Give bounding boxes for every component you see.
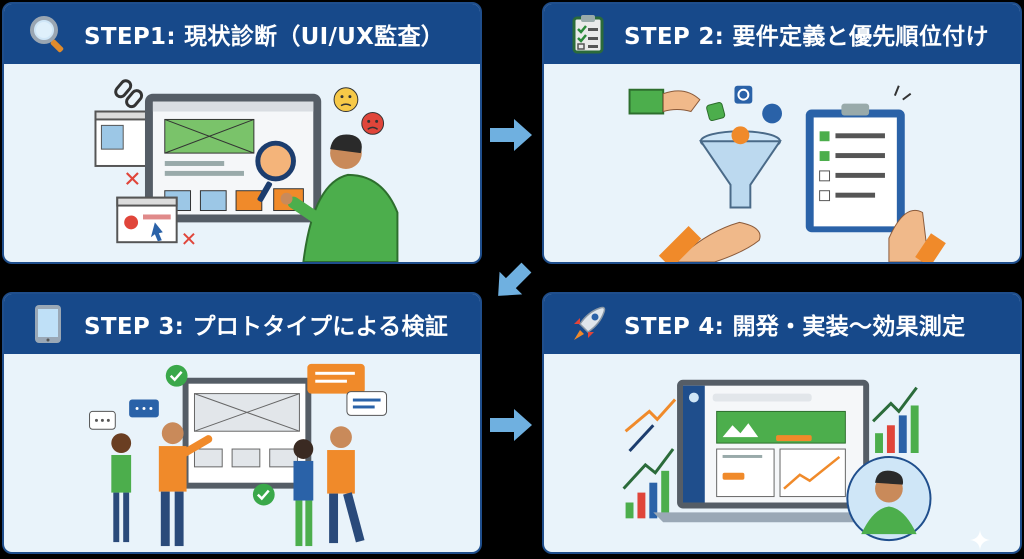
- step3-title: STEP 3: プロトタイプによる検証: [84, 314, 449, 340]
- person-figure: [293, 439, 314, 547]
- chat-bubble-icon: [89, 410, 116, 430]
- check-badge-icon: [252, 483, 275, 506]
- broken-link-icon: [114, 79, 144, 109]
- cart-icon: [762, 103, 782, 124]
- step3-header: STEP 3: プロトタイプによる検証: [4, 294, 480, 354]
- sparkle-icon: [970, 530, 990, 550]
- arrow-right-icon: [490, 119, 532, 151]
- step4-header: STEP 4: 開発・実装〜効果測定: [544, 294, 1020, 354]
- step4-title: STEP 4: 開発・実装〜効果測定: [624, 314, 966, 340]
- step4-illustration: [544, 354, 1020, 552]
- clock-icon: [734, 85, 753, 104]
- chat-bubble-icon: [346, 391, 388, 416]
- step3-card: STEP 3: プロトタイプによる検証: [2, 292, 482, 554]
- step2-header: STEP 2: 要件定義と優先順位付け: [544, 4, 1020, 64]
- step1-illustration: ✕ ✕: [4, 64, 480, 262]
- step2-card: STEP 2: 要件定義と優先順位付け: [542, 2, 1022, 264]
- hand-dropping-icon: [628, 88, 701, 115]
- chat-bubble-icon: [129, 399, 159, 418]
- bar-chart-icon: [872, 386, 919, 453]
- error-x-icon: ✕: [123, 168, 141, 193]
- check-badge-icon: [165, 364, 188, 387]
- browser-window-icon: [94, 110, 148, 167]
- angry-face-icon: [361, 112, 385, 135]
- step3-illustration: [4, 354, 480, 552]
- person-figure: [327, 426, 365, 544]
- clipboard-checklist: [805, 103, 905, 233]
- confused-face-icon: [333, 87, 359, 113]
- step4-card: STEP 4: 開発・実装〜効果測定: [542, 292, 1022, 554]
- arrow-right-icon: [490, 409, 532, 441]
- person-figure: [158, 422, 213, 547]
- step1-card: STEP1: 現状診断（UI/UX監査）: [2, 2, 482, 264]
- wireframe-screen: [182, 377, 312, 489]
- growth-chart-icon: [622, 398, 677, 519]
- tablet-device: [144, 93, 322, 223]
- chat-bubble-icon: [307, 363, 365, 394]
- step2-illustration: [544, 64, 1020, 262]
- step1-header: STEP1: 現状診断（UI/UX監査）: [4, 4, 480, 64]
- error-dialog: [116, 196, 178, 244]
- funnel-icon: [698, 126, 782, 209]
- clipboard-checklist-icon: [572, 15, 604, 54]
- tablet-icon: [35, 305, 61, 343]
- hand-receiving-icon: [658, 221, 761, 262]
- person-figure: [111, 433, 132, 543]
- magnifier-icon: [30, 16, 64, 53]
- avatar: [846, 455, 932, 542]
- task-card-icon: [706, 101, 726, 122]
- error-x-icon: ✕: [181, 228, 198, 251]
- laptop-dashboard: [653, 379, 893, 523]
- person-figure: [280, 134, 399, 262]
- step2-title: STEP 2: 要件定義と優先順位付け: [624, 24, 989, 50]
- magnifier-tool: [255, 140, 296, 202]
- step1-title: STEP1: 現状診断（UI/UX監査）: [84, 24, 445, 50]
- rocket-icon: [574, 306, 606, 340]
- arrow-down-left-icon: [498, 262, 532, 296]
